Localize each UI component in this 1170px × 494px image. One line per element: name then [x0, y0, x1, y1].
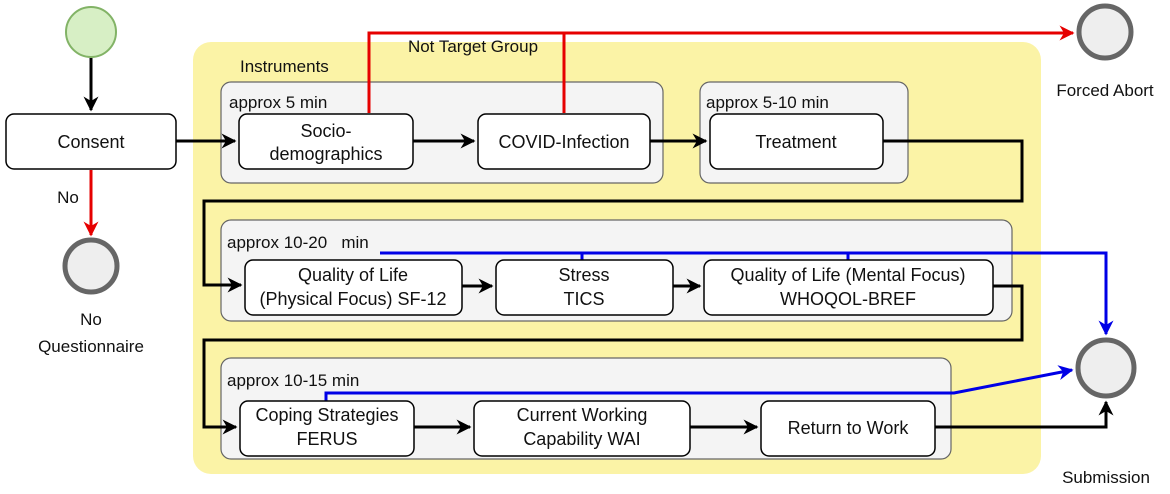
node-stress: Stress TICS: [495, 259, 674, 316]
node-covid-infection-label: COVID-Infection: [498, 132, 629, 152]
node-qol-physical: Quality of Life (Physical Focus) SF-12: [244, 259, 463, 316]
node-qol-physical-label-1: Quality of Life: [298, 265, 408, 285]
black-flow-edges: [83, 58, 1114, 435]
node-return-to-work: Return to Work: [760, 400, 936, 457]
group-1-duration: approx 5 min: [229, 93, 327, 112]
node-coping-strategies-label-2: FERUS: [296, 429, 357, 449]
node-coping-strategies-label-1: Coping Strategies: [255, 405, 398, 425]
node-qol-physical-label-2: (Physical Focus) SF-12: [259, 289, 446, 309]
no-questionnaire-label-line2: Questionnaire: [38, 337, 144, 356]
node-qol-mental: Quality of Life (Mental Focus) WHOQOL-BR…: [703, 259, 994, 316]
forced-abort-label: Forced Abort: [1056, 81, 1154, 100]
not-target-group-label: Not Target Group: [408, 37, 538, 56]
node-treatment: Treatment: [709, 113, 884, 170]
group-4-duration: approx 10-15 min: [227, 371, 359, 390]
submission-label: Submission: [1062, 468, 1150, 487]
node-covid-infection: COVID-Infection: [477, 113, 651, 170]
blue-flow-edges: [324, 251, 1114, 401]
edge-group4-to-submission: [324, 365, 1074, 401]
node-return-to-work-label: Return to Work: [788, 418, 910, 438]
edge-treatment-to-qol-phys: [202, 139, 1024, 293]
node-consent: Consent: [5, 113, 177, 170]
forced-abort-node: [1076, 3, 1134, 61]
node-stress-label-1: Stress: [558, 265, 609, 285]
no-questionnaire-node: [62, 237, 120, 295]
node-sociodemographics-label-2: demographics: [269, 144, 382, 164]
red-flow-edges: [83, 25, 1075, 237]
group-3-duration: approx 10-20 min: [227, 233, 369, 252]
node-working-capability-label-2: Capability WAI: [523, 429, 640, 449]
instruments-label: Instruments: [240, 57, 329, 76]
node-working-capability-label-1: Current Working: [517, 405, 648, 425]
node-consent-label: Consent: [57, 132, 124, 152]
edge-not-target-group-abort: [367, 25, 1075, 113]
node-sociodemographics: Socio- demographics: [238, 113, 414, 170]
node-sociodemographics-label-1: Socio-: [300, 121, 351, 141]
edge-group3-to-submission: [380, 251, 1114, 336]
edge-qol-mental-to-coping: [202, 284, 1024, 435]
no-branch-label: No: [57, 188, 79, 207]
node-treatment-label: Treatment: [755, 132, 836, 152]
node-qol-mental-label-1: Quality of Life (Mental Focus): [730, 265, 965, 285]
start-node: [65, 6, 117, 58]
node-stress-label-2: TICS: [563, 289, 604, 309]
edge-rtw-to-submission: [935, 400, 1114, 429]
node-coping-strategies: Coping Strategies FERUS: [239, 400, 415, 457]
node-working-capability: Current Working Capability WAI: [473, 400, 691, 457]
submission-node: [1075, 337, 1137, 399]
node-qol-mental-label-2: WHOQOL-BREF: [780, 289, 916, 309]
group-2-duration: approx 5-10 min: [706, 93, 829, 112]
no-questionnaire-label-line1: No: [80, 310, 102, 329]
